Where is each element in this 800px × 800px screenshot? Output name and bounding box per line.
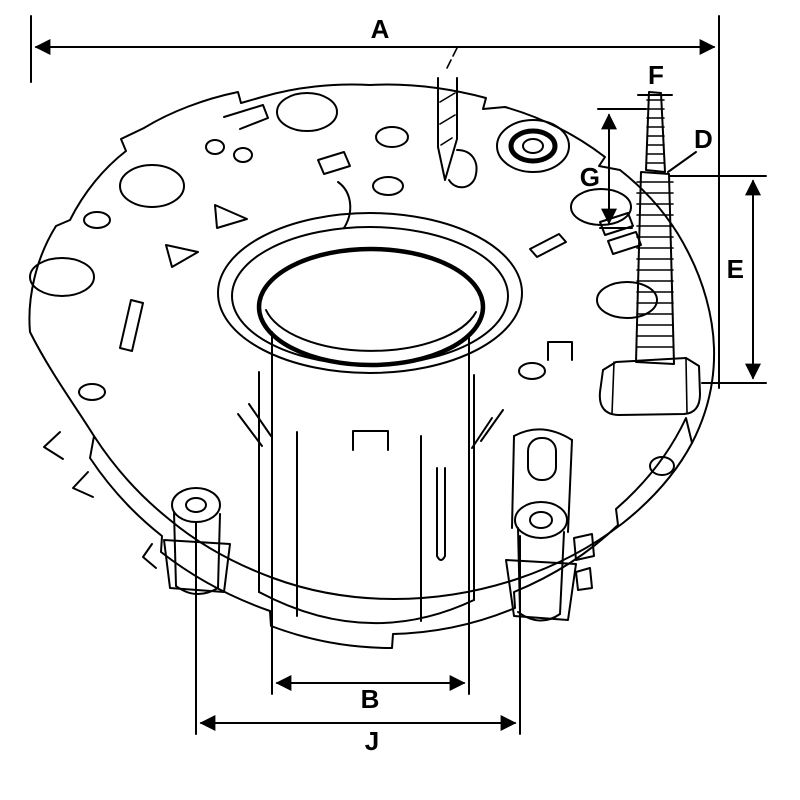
dimension-a: A [30, 14, 720, 389]
rib [471, 417, 493, 449]
hole [518, 362, 546, 380]
hole [570, 188, 632, 226]
dimension-e: E [669, 175, 767, 384]
triangle-mark [214, 204, 248, 229]
stud-tip-outline [645, 91, 666, 173]
dim-label-g: G [580, 162, 600, 192]
central-bore [217, 212, 523, 374]
triangle-mark [165, 244, 199, 268]
slot-mark [119, 299, 144, 352]
center-pin [436, 467, 446, 561]
bracket-mark [607, 231, 642, 255]
stud-base [598, 357, 701, 416]
cylinder-top-slot [352, 430, 389, 451]
hole [372, 176, 404, 196]
side-tab [573, 533, 595, 561]
edge-tab [72, 471, 94, 498]
stud-tip-threads [646, 99, 665, 164]
threaded-stud [598, 91, 701, 416]
leader-line [667, 151, 697, 173]
rib [480, 409, 504, 442]
part-outline [28, 83, 716, 649]
bracket-mark [223, 104, 269, 130]
stadium-hole [527, 437, 557, 481]
surface-marks [119, 104, 642, 361]
rib [237, 413, 263, 447]
bore-edge [256, 246, 486, 368]
bracket-mark [317, 151, 351, 175]
slot-mark [529, 233, 567, 258]
bit-collar [448, 149, 478, 189]
center-cylinder [237, 371, 504, 625]
dimension-g: G [580, 108, 647, 229]
hole [649, 456, 675, 476]
dimension-b: B [271, 331, 470, 714]
rib [248, 403, 272, 437]
plate-face-outline [28, 83, 716, 600]
dim-label-b: B [361, 684, 380, 714]
hole [233, 147, 253, 163]
stud-body-threads [636, 181, 674, 348]
plate-rim-outline [89, 417, 693, 649]
side-tab [575, 567, 593, 591]
drill-bit [437, 47, 478, 189]
break-line [446, 47, 458, 69]
hole [78, 383, 106, 401]
dim-label-e: E [727, 254, 744, 284]
hole [276, 92, 338, 132]
bearing-boss [496, 119, 570, 173]
hole [119, 164, 185, 208]
hole [596, 281, 658, 319]
dimension-d: D [667, 124, 713, 173]
dim-label-j: J [365, 726, 379, 756]
plate-holes [29, 92, 675, 476]
dim-label-d: D [694, 124, 713, 154]
corner-mark [547, 341, 573, 361]
stud-body-outline [635, 171, 675, 365]
dimension-j: J [195, 521, 521, 756]
dimension-f: F [637, 60, 673, 96]
dim-label-f: F [648, 60, 664, 90]
edge-tab [142, 543, 157, 569]
edge-tab [43, 431, 64, 460]
hole [29, 257, 95, 297]
bore-rim [217, 212, 523, 374]
bore-inner-arc [265, 309, 477, 352]
dim-label-a: A [371, 14, 390, 44]
hole [83, 211, 111, 229]
hole [205, 139, 225, 155]
hole [375, 126, 409, 148]
bracket-mark [599, 212, 634, 236]
hook-mark [337, 181, 352, 229]
